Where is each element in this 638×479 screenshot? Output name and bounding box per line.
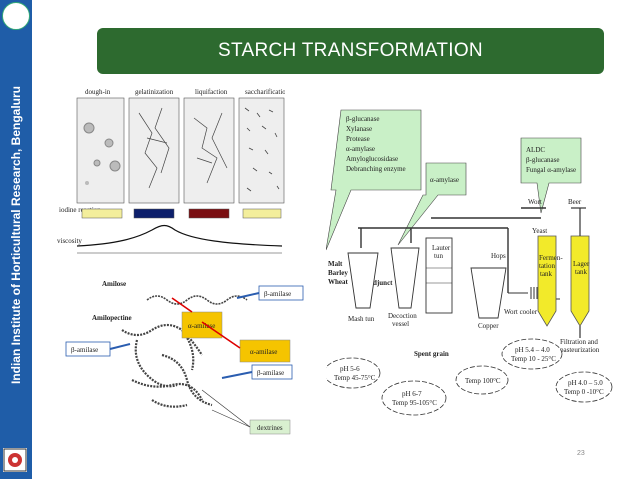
beta-amilase-left: β-amilase (71, 346, 98, 354)
row-label: viscosity (57, 237, 82, 245)
stage-label: liquifaction (195, 88, 228, 96)
svg-text:pH 4.0 – 5.0: pH 4.0 – 5.0 (568, 379, 603, 387)
decoction-label: Decoction (388, 312, 417, 320)
brewing-process-figure: β-glucanase Xylanase Protease α-amylase … (326, 109, 613, 416)
enzyme-item: α-amylase (346, 145, 375, 153)
mash-tun (347, 252, 379, 309)
lager-label: tank (575, 268, 588, 276)
page-number: 23 (577, 450, 585, 457)
lager-tank (570, 235, 590, 327)
input-label: Malt (328, 260, 343, 268)
amylase-figure: Amilose β-amilase Amilopectine α-amilase… (65, 280, 304, 435)
condition-cloud: pH 4.0 – 5.0 Temp 0 -10°C (555, 371, 613, 403)
stage-panels (76, 97, 285, 204)
enzyme-item: Debranching enzyme (346, 165, 406, 173)
amilopectine-label: Amilopectine (92, 314, 132, 322)
input-label: Wheat (328, 278, 349, 286)
fermentation-tank (537, 235, 557, 327)
enzyme-item: Amyloglucosidase (346, 155, 398, 163)
decoction-vessel (390, 247, 420, 309)
amilose-chain (146, 295, 248, 305)
stage-labels: dough-in gelatinization liquifaction sac… (85, 88, 285, 96)
beta-amilase-top: β-amilase (264, 290, 291, 298)
enzyme-item: Protease (346, 135, 370, 143)
enzyme-item: β-glucanase (346, 115, 380, 123)
institute-sidebar: Indian Institute of Horticultural Resear… (0, 0, 32, 479)
viscosity-curve (76, 224, 283, 247)
svg-text:Temp 100°C: Temp 100°C (465, 377, 501, 385)
yeast-label: Yeast (532, 227, 547, 235)
mash-tun-label: Mash tun (348, 315, 375, 323)
condition-cloud: pH 5.4 – 4.0 Temp 10 - 25°C (501, 338, 563, 370)
institute-logo (2, 2, 30, 30)
row-label: iodine reaction (59, 206, 101, 214)
hops-label: Hops (491, 252, 506, 260)
dextrines-label: dextrines (257, 424, 283, 432)
svg-text:pH 6-7: pH 6-7 (402, 390, 422, 398)
svg-text:Temp 45-75°C: Temp 45-75°C (334, 374, 376, 382)
filtration-label: pasteurization (560, 346, 600, 354)
enzyme-alpha: α-amylase (430, 176, 459, 184)
beer-label: Beer (568, 198, 582, 206)
enzyme-callout-right (520, 137, 582, 214)
enzyme-callout-alpha (397, 162, 467, 246)
svg-text:Temp 95-105°C: Temp 95-105°C (392, 399, 437, 407)
fermentation-label: tank (540, 270, 553, 278)
alpha-amilase-center: α-amilase (188, 322, 215, 330)
svg-text:Temp 10 - 25°C: Temp 10 - 25°C (511, 355, 556, 363)
gelatinization-figure: dough-in gelatinization liquifaction sac… (57, 88, 285, 254)
wort-cooler-label: Wort cooler (504, 308, 538, 316)
stage-label: gelatinization (135, 88, 174, 96)
svg-text:Temp 0 -10°C: Temp 0 -10°C (564, 388, 604, 396)
wort-label: Wort (528, 198, 542, 206)
institute-name: Indian Institute of Horticultural Resear… (9, 85, 23, 385)
copper-kettle (470, 267, 507, 319)
enzyme-item: β-glucanase (526, 156, 560, 164)
adjunct-label: Adjunct (368, 279, 393, 287)
wort-cooler (508, 287, 560, 300)
alpha-amilase-right: α-amilase (250, 348, 277, 356)
emblem-logo (3, 448, 27, 472)
enzyme-item: Xylanase (346, 125, 372, 133)
fermentation-label: Fermen- (539, 254, 563, 262)
condition-cloud: pH 6-7 Temp 95-105°C (381, 380, 447, 416)
enzyme-item: Fungal α-amylase (526, 166, 576, 174)
lager-label: Lager (573, 260, 590, 268)
lauter-tun (425, 237, 453, 314)
copper-label: Copper (478, 322, 499, 330)
filtration-label: Filtration and (560, 338, 598, 346)
fermentation-label: tation (539, 262, 555, 270)
slide-title: STARCH TRANSFORMATION (218, 40, 483, 61)
amilose-label: Amilose (102, 280, 126, 288)
svg-text:pH 5.4 – 4.0: pH 5.4 – 4.0 (515, 346, 550, 354)
condition-cloud: pH 5-6 Temp 45-75°C (326, 357, 381, 389)
decoction-label: vessel (392, 320, 409, 328)
enzyme-item: ALDC (526, 146, 545, 154)
condition-cloud: Temp 100°C (455, 365, 509, 395)
iodine-swatches (81, 208, 282, 219)
enzyme-callout-left (326, 109, 422, 251)
beta-amilase-right: β-amilase (257, 369, 284, 377)
svg-text:pH 5-6: pH 5-6 (340, 365, 360, 373)
stage-label: dough-in (85, 88, 111, 96)
slide-title-bar: STARCH TRANSFORMATION (97, 28, 604, 74)
stage-label: saccharification (245, 88, 285, 96)
spent-grain-label: Spent grain (414, 350, 449, 358)
lauter-label: tun (434, 252, 443, 260)
lauter-label: Lauter (432, 244, 451, 252)
input-label: Barley (328, 269, 348, 277)
